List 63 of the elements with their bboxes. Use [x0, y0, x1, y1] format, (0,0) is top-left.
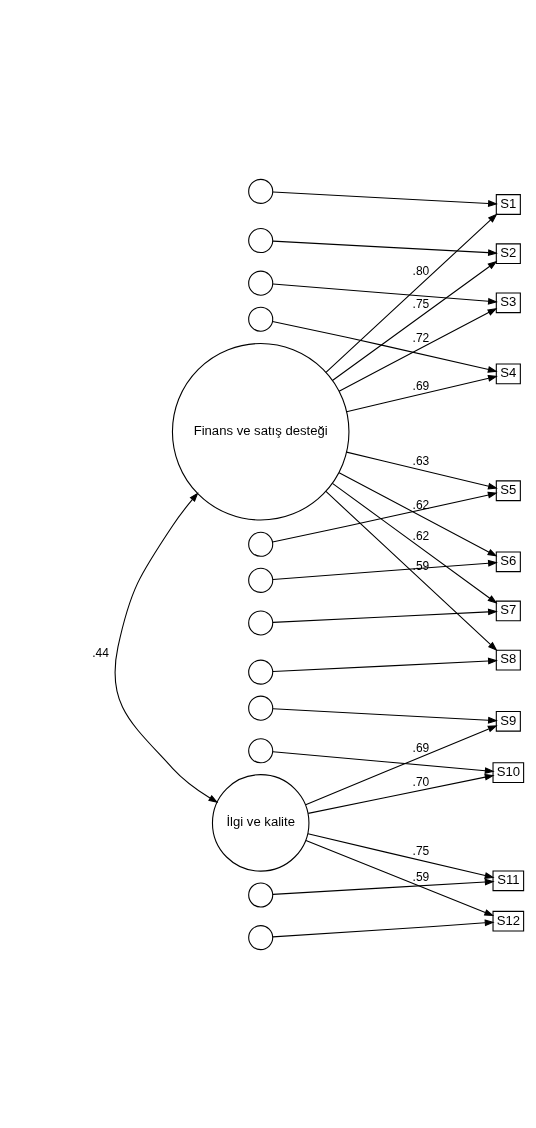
node-box: S4 — [495, 362, 521, 384]
arrow — [272, 283, 498, 305]
node-box: S6 — [495, 550, 521, 572]
arrow — [305, 839, 495, 916]
node-box: S12 — [492, 910, 525, 932]
node-circle: Finans ve satış desteği — [171, 342, 350, 521]
edge-label: .75 — [412, 843, 430, 858]
arrow — [338, 307, 498, 392]
edge-label: .59 — [412, 869, 430, 884]
arrow — [338, 471, 498, 557]
node-box: S8 — [495, 649, 521, 670]
node-box: S5 — [495, 479, 521, 501]
arrow — [114, 491, 219, 803]
edge-label: .70 — [412, 774, 430, 789]
arrow — [325, 213, 498, 373]
edge-label: .80 — [412, 263, 430, 278]
edge-label: .63 — [412, 453, 430, 468]
node-box: S1 — [495, 193, 521, 215]
edge-label: .44 — [92, 645, 109, 660]
arrow — [272, 240, 498, 256]
node-circle — [248, 270, 274, 296]
arrow — [272, 657, 498, 672]
arrow — [305, 724, 498, 805]
arrow — [271, 491, 498, 543]
arrow — [307, 832, 495, 879]
node-circle — [248, 737, 274, 763]
edge-label: .69 — [412, 740, 430, 755]
node-circle — [248, 178, 274, 204]
arrow — [271, 320, 498, 373]
arrow — [307, 773, 495, 814]
node-circle — [248, 227, 274, 253]
arrow — [272, 190, 498, 207]
arrow — [272, 918, 495, 937]
arrow — [272, 707, 498, 724]
node-circle: İlgi ve kalite — [211, 773, 310, 872]
arrow — [346, 451, 498, 490]
edge-label: .62 — [412, 497, 430, 512]
arrow — [325, 490, 498, 651]
arrow — [272, 878, 495, 895]
node-box: S2 — [495, 242, 521, 264]
node-circle — [248, 609, 274, 635]
node-circle — [248, 881, 274, 908]
arrow — [331, 482, 498, 604]
arrow — [272, 559, 498, 580]
node-circle — [248, 531, 274, 557]
node-box: S10 — [492, 761, 525, 783]
arrow — [331, 260, 498, 381]
node-box: S9 — [495, 710, 521, 732]
edge-label: .75 — [412, 296, 430, 311]
edge-label: .62 — [412, 528, 430, 543]
node-circle — [248, 695, 274, 721]
arrow — [272, 750, 495, 774]
arrow — [346, 374, 498, 412]
node-box: S7 — [495, 600, 521, 621]
node-circle — [248, 659, 274, 685]
edge-label: .69 — [412, 378, 430, 393]
node-circle — [248, 306, 274, 332]
arrow — [272, 607, 498, 623]
node-box: S3 — [495, 291, 521, 313]
node-box: S11 — [492, 869, 525, 891]
edge-label: .72 — [412, 330, 430, 345]
node-circle — [248, 567, 274, 593]
node-circle — [248, 924, 274, 950]
